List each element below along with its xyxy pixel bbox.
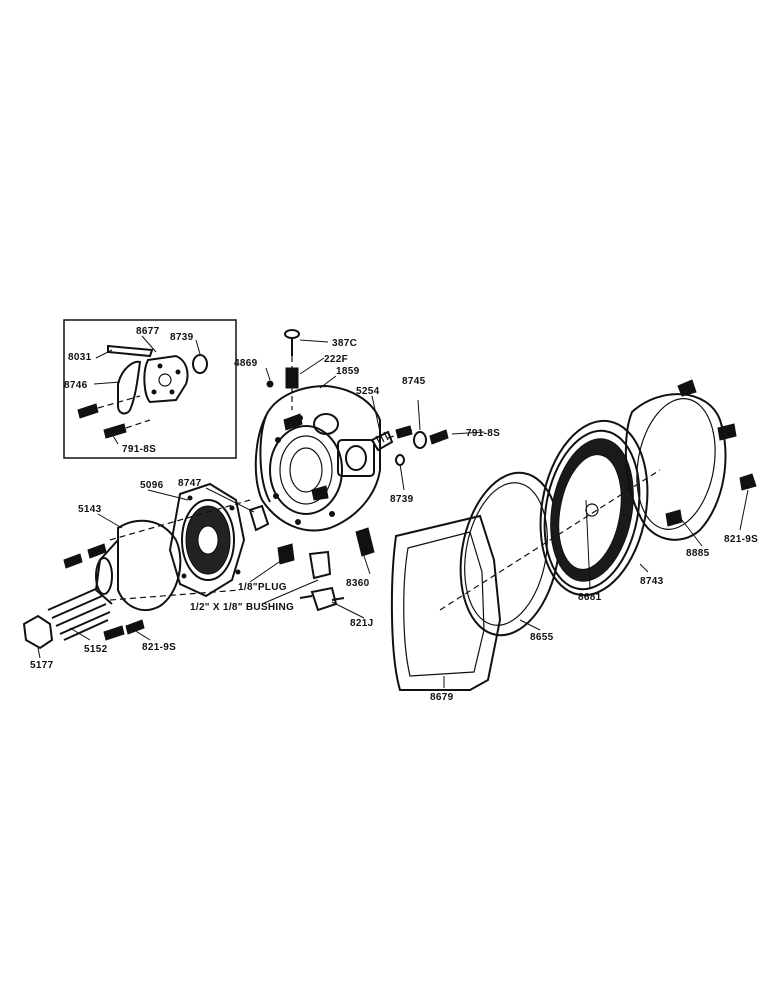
label-222f: 222F [324, 354, 348, 365]
adjusting-cap [22, 614, 54, 650]
label-8655: 8655 [530, 632, 554, 643]
small-diaphragm [168, 482, 270, 598]
side-valve-parts [370, 425, 449, 466]
label-bushing: 1/2" X 1/8" BUSHING [190, 602, 294, 613]
part-labels: 8677 8739 8031 8746 791-8S 387C 222F 486… [30, 326, 758, 703]
label-4869: 4869 [234, 358, 258, 369]
label-8747: 8747 [178, 478, 202, 489]
label-5096: 5096 [140, 480, 164, 491]
valve-body-small [143, 354, 189, 404]
regulator-body [254, 384, 381, 532]
label-8746: 8746 [64, 380, 88, 391]
label-8885: 8885 [686, 548, 710, 559]
cover-spring [47, 587, 111, 641]
label-8743: 8743 [640, 576, 664, 587]
large-diaphragm [543, 429, 641, 591]
label-791-8s: 791-8S [466, 428, 500, 439]
label-791-8s-inset: 791-8S [122, 444, 156, 455]
label-5152: 5152 [84, 644, 108, 655]
assembly-axis [439, 469, 661, 611]
label-8031: 8031 [68, 352, 92, 363]
label-8679: 8679 [430, 692, 454, 703]
spring-cover [94, 499, 251, 611]
diaphragm-ring [539, 419, 649, 597]
label-8360: 8360 [346, 578, 370, 589]
cover-plate [459, 471, 561, 637]
inset-screws [77, 395, 151, 439]
large-gasket [390, 514, 502, 691]
label-5143: 5143 [78, 504, 102, 515]
label-1859: 1859 [336, 366, 360, 377]
label-821-9s-right: 821-9S [724, 534, 758, 545]
cover-screws [63, 543, 145, 641]
top-bolt-assembly [266, 329, 300, 410]
diaphragm-cover [624, 393, 727, 541]
o-ring-small [192, 354, 208, 374]
label-387c: 387C [332, 338, 357, 349]
lever-bracket [107, 344, 154, 415]
label-8745: 8745 [402, 376, 426, 387]
label-821j: 821J [350, 618, 373, 629]
label-5254: 5254 [356, 386, 380, 397]
cover-bolts [665, 379, 757, 527]
fittings [277, 527, 375, 612]
label-plug: 1/8"PLUG [238, 582, 287, 593]
label-8739: 8739 [390, 494, 414, 505]
inset-box [63, 319, 237, 459]
label-821-9s-left: 821-9S [142, 642, 176, 653]
label-8681: 8681 [578, 592, 602, 603]
leader-lines [37, 335, 749, 688]
label-8739-inset: 8739 [170, 332, 194, 343]
label-5177: 5177 [30, 660, 54, 671]
label-8677: 8677 [136, 326, 160, 337]
